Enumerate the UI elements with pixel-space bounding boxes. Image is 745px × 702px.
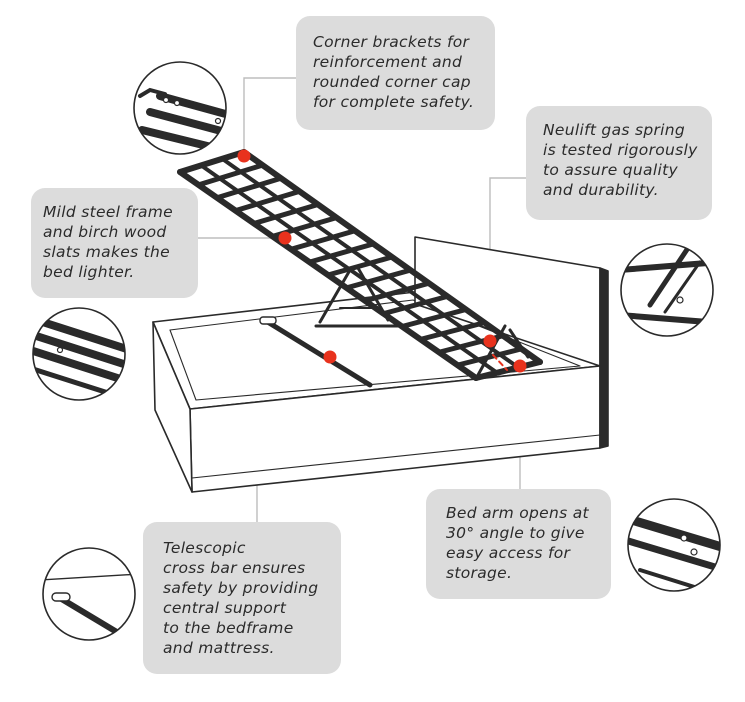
callout-steel-frame: Mild steel frame and birch wood slats ma… [31, 188, 198, 298]
callout-bed-arm: Bed arm opens at 30° angle to give easy … [426, 489, 611, 599]
headboard [414, 236, 609, 449]
marker-frame [278, 231, 292, 245]
base-plinth-line [191, 434, 601, 479]
inset-corner-bracket [133, 61, 227, 155]
callout-corner-brackets: Corner brackets for reinforcement and ro… [296, 16, 495, 130]
markers [237, 149, 527, 373]
frame-slat [196, 162, 265, 188]
connector-corner [243, 77, 296, 156]
frame-slat [362, 280, 432, 304]
gas-spring-arm [476, 324, 530, 377]
frame-slat [381, 293, 450, 317]
inset-gas-spring [620, 243, 714, 337]
marker-gas-spring [483, 334, 497, 348]
frame-slat [288, 228, 358, 252]
slat-frame [177, 149, 543, 381]
callout-gas-spring: Neulift gas spring is tested rigorously … [526, 106, 712, 220]
base-inner-top [169, 299, 581, 401]
frame-slat [251, 202, 321, 226]
marker-corner-bracket [237, 149, 251, 163]
frame-slat [344, 267, 413, 291]
base-left-face [152, 321, 193, 493]
inset-bed-arm [627, 498, 721, 592]
callout-telescopic-bar: Telescopic cross bar ensures safety by p… [143, 522, 341, 674]
frame-slat [307, 241, 376, 265]
inset-cross-bar [42, 547, 136, 641]
frame-slat [399, 307, 469, 329]
frame-slat [233, 188, 302, 214]
marker-cross-bar [323, 350, 337, 364]
inset-frame-slats [32, 307, 126, 401]
telescopic-cross-bar [259, 316, 373, 388]
frame-slat [214, 175, 284, 201]
frame-slat [325, 254, 395, 278]
frame-slat [418, 320, 487, 342]
frame-end [177, 149, 247, 175]
marker-bed-arm [513, 359, 527, 373]
